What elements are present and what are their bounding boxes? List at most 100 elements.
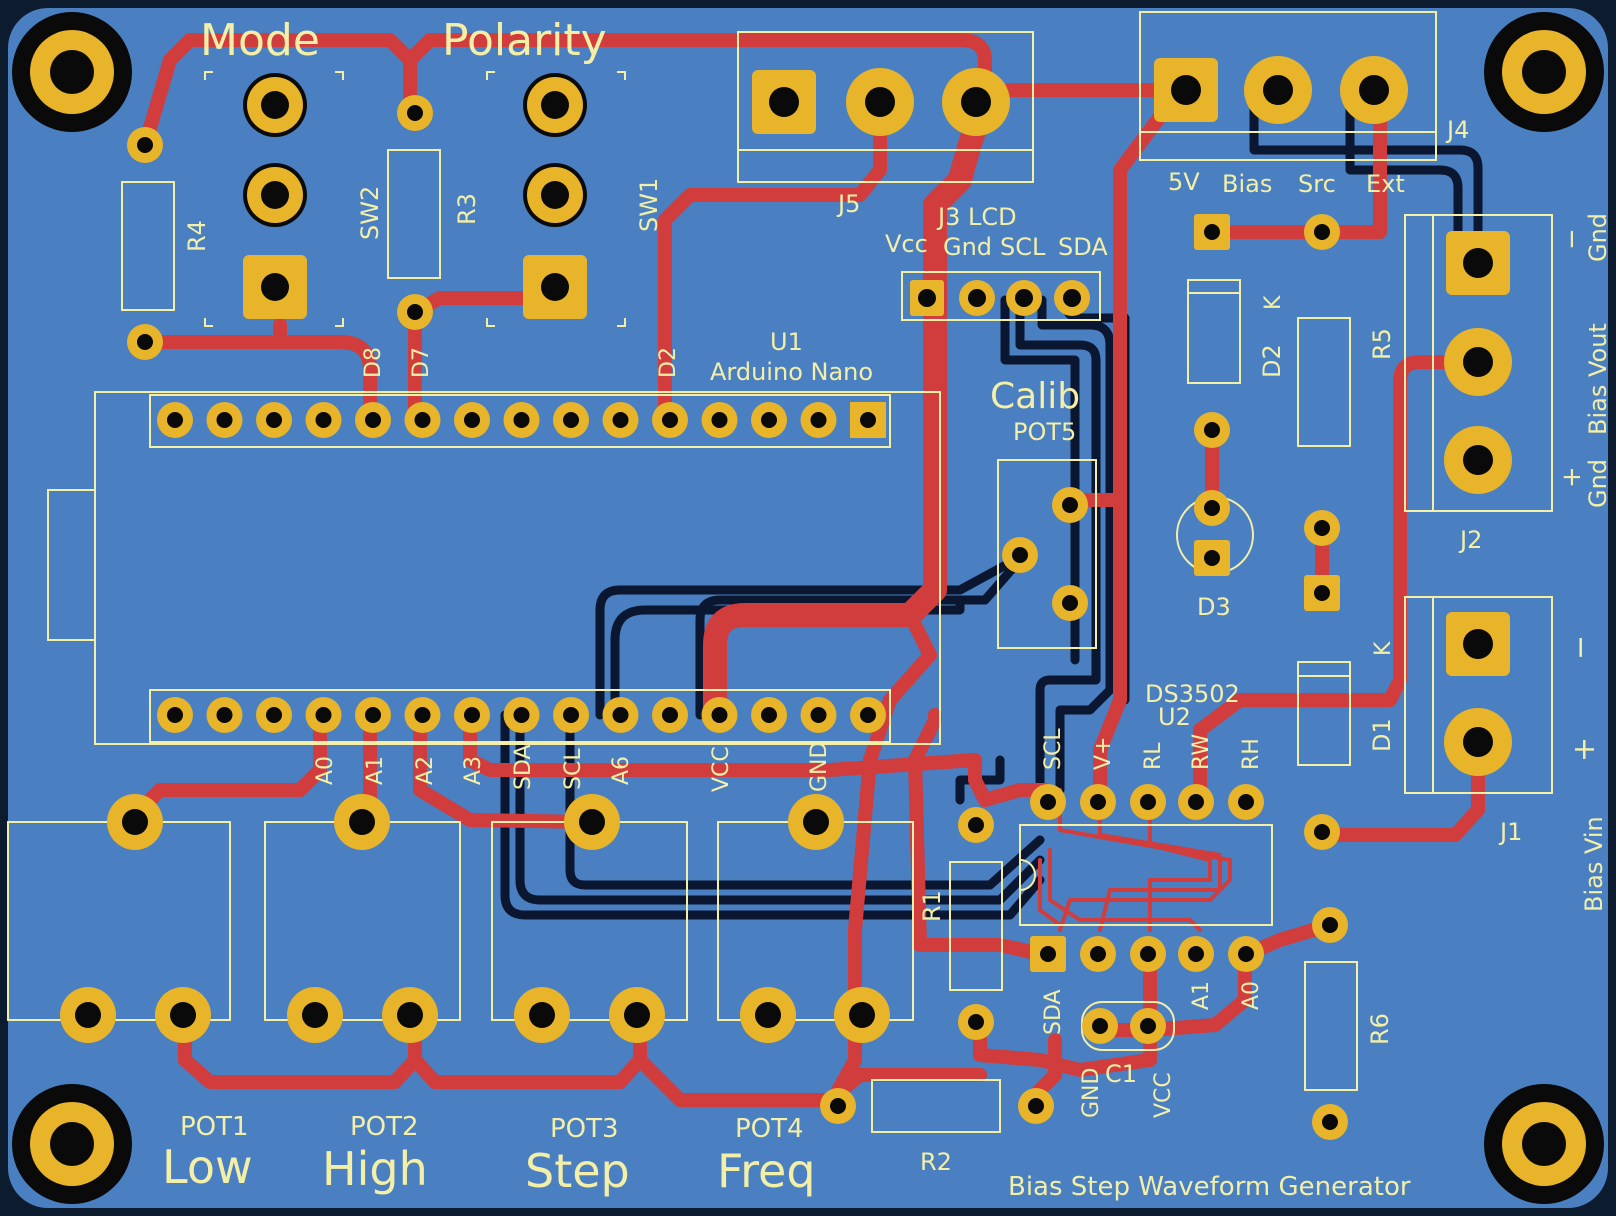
label-r1: R1 (918, 890, 946, 922)
label-a1: A1 (363, 756, 388, 785)
mounting-hole-tr (1484, 12, 1604, 132)
mounting-hole-br (1484, 1084, 1604, 1204)
label-d2-pin: D2 (656, 347, 681, 378)
label-u2-name: DS3502 (1145, 680, 1240, 708)
j5-outline (737, 31, 1034, 183)
label-vcc: VCC (709, 746, 734, 792)
header-pin-hole (612, 707, 629, 723)
label-d3: D3 (1197, 593, 1231, 621)
label-j2-plus: + (1557, 466, 1587, 488)
u2-outline (1019, 824, 1273, 926)
label-j3-gnd: Gnd (943, 233, 992, 261)
label-r3: R3 (453, 193, 481, 225)
label-u2-a1: A1 (1189, 981, 1214, 1010)
j2-outline (1404, 214, 1553, 512)
label-j4-5v: 5V (1168, 168, 1200, 196)
label-u1: U1 (770, 328, 803, 356)
header-pin-hole (761, 412, 777, 428)
header-pin-hole (513, 412, 530, 428)
label-sda: SDA (511, 744, 536, 790)
header-pin-hole (464, 707, 480, 723)
header-pin-hole (414, 707, 431, 723)
label-a3: A3 (461, 756, 486, 785)
label-pot1: POT1 (180, 1112, 249, 1142)
label-d1: D1 (1368, 718, 1396, 752)
label-r5: R5 (1368, 328, 1396, 360)
label-j2-minus: − (1557, 228, 1587, 250)
header-pin-hole (315, 707, 332, 723)
label-j1: J1 (1498, 818, 1522, 846)
header-pin-hole (167, 707, 183, 723)
label-j4: J4 (1445, 116, 1469, 144)
label-pot5: POT5 (1013, 418, 1076, 446)
header-pin-hole (810, 412, 827, 428)
label-r2: R2 (920, 1148, 952, 1176)
label-j5: J5 (836, 190, 860, 218)
label-pot2: POT2 (350, 1112, 419, 1142)
header-pin-hole (711, 707, 728, 723)
label-j4-bias: Bias (1222, 170, 1272, 198)
header-pin-hole (810, 707, 827, 723)
label-d2-k: K (1261, 295, 1286, 310)
label-step: Step (525, 1144, 630, 1198)
label-a0: A0 (313, 756, 338, 785)
label-u2-sda: SDA (1041, 989, 1066, 1035)
header-pin-hole (216, 707, 233, 723)
label-scl: SCL (561, 748, 586, 790)
label-u2-vcc: VCC (1151, 1072, 1176, 1118)
header-pin-hole (266, 707, 282, 723)
silk-labels: Mode Polarity SW2 R3 R4 SW1 J5 J3 LCD Vc… (162, 15, 1612, 1202)
label-calib: Calib (990, 376, 1080, 417)
label-sw2: SW2 (356, 186, 384, 240)
label-j1-bias-vin: Bias Vin (1580, 816, 1608, 912)
header-pin-hole (365, 707, 381, 723)
label-u2-scl: SCL (1041, 728, 1066, 770)
label-freq: Freq (717, 1144, 816, 1198)
header-pin-hole (662, 707, 678, 723)
label-low: Low (162, 1140, 253, 1194)
header-pin-hole (167, 412, 183, 428)
label-j4-ext: Ext (1366, 170, 1405, 198)
j4-outline (1139, 11, 1437, 161)
label-j2-gnd-bot: Gnd (1584, 459, 1612, 508)
label-pot4: POT4 (735, 1114, 804, 1144)
header-pin-hole (711, 412, 728, 428)
board-title: Bias Step Waveform Generator (1008, 1172, 1411, 1202)
label-r6: R6 (1366, 1013, 1394, 1045)
label-d8: D8 (361, 347, 386, 378)
header-pin-hole (860, 412, 876, 428)
label-a6: A6 (609, 756, 634, 785)
header-pin-hole (662, 412, 678, 428)
j1-outline (1404, 596, 1553, 794)
label-u2: U2 (1158, 703, 1191, 731)
label-sw1: SW1 (635, 178, 663, 232)
pads (60, 56, 1512, 1140)
header-pin-hole (860, 707, 876, 723)
label-u2-a0: A0 (1239, 981, 1264, 1010)
header-pin-hole (464, 412, 480, 428)
label-j3: J3 LCD (936, 203, 1017, 231)
header-pin-hole (216, 412, 233, 428)
label-high: High (322, 1142, 428, 1196)
label-j3-sda: SDA (1058, 233, 1108, 261)
label-u2-rw: RW (1189, 734, 1214, 770)
mounting-hole-tl (12, 12, 132, 132)
header-pin-hole (612, 412, 629, 428)
label-j1-minus: − (1563, 635, 1598, 660)
header-pin-hole (266, 412, 282, 428)
header-pin-hole (365, 412, 381, 428)
label-d2: D2 (1258, 344, 1286, 378)
label-u1-name: Arduino Nano (710, 358, 873, 386)
label-j3-vcc: Vcc (885, 230, 928, 258)
label-mode: Mode (200, 15, 320, 66)
label-u2-rl: RL (1141, 742, 1166, 770)
label-j2-gnd-top: Gnd (1584, 213, 1612, 262)
header-pin-hole (761, 707, 777, 723)
label-c1: C1 (1105, 1060, 1137, 1088)
label-r4: R4 (183, 220, 211, 252)
header-pin-hole (563, 412, 579, 428)
label-d1-k: K (1371, 641, 1396, 656)
label-gnd: GND (807, 742, 832, 792)
label-j1-plus: + (1567, 737, 1602, 762)
